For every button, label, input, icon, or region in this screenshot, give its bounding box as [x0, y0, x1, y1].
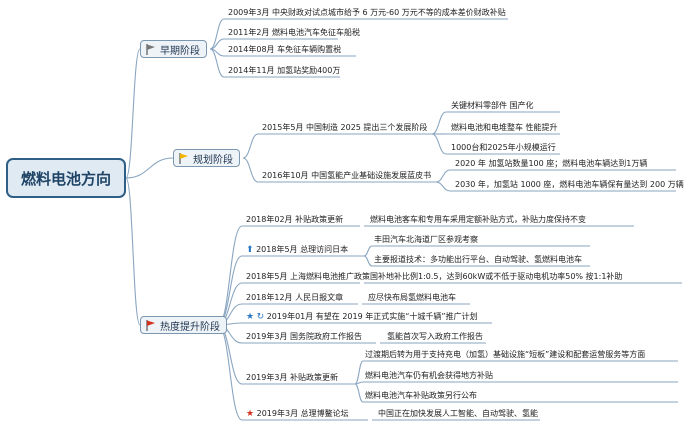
early-item[interactable]: 2009年3月 中央财政对试点城市给予 6 万元-60 万元不等的成本差价财政补…	[228, 8, 506, 17]
connector	[125, 157, 174, 179]
connector	[242, 133, 259, 159]
heat-item[interactable]: 2018年5月 上海燃料电池推广政策	[246, 272, 370, 281]
flag-icon	[146, 43, 155, 55]
heat-item[interactable]: ⬆ 2018年5月 总理访问日本	[246, 244, 348, 256]
heat-sub-item[interactable]: 燃料电池客车和专用车采用定额补贴方式，补贴力度保持不变	[370, 215, 586, 224]
planning-item[interactable]: 2015年5月 中国制造 2025 提出三个发展阶段	[262, 123, 428, 132]
stage-planning[interactable]: 规划阶段	[173, 149, 240, 167]
arrow-up-icon: ⬆	[246, 245, 254, 255]
root-node[interactable]: 燃料电池方向	[6, 158, 126, 198]
connector	[125, 48, 141, 179]
refresh-icon: ↻	[256, 312, 265, 322]
heat-item[interactable]: 2019年3月 补贴政策更新	[246, 373, 338, 382]
heat-sub-item[interactable]: 丰田汽车北海道厂区参观考察	[374, 235, 478, 244]
heat-item-label: 2019年01月 有望在 2019 年正式实施“十城千辆”推广计划	[266, 312, 478, 321]
connector	[431, 111, 447, 135]
connector	[217, 324, 243, 421]
heat-item[interactable]: ★ 2019年3月 总理博鳌论坛	[246, 408, 349, 420]
connector	[354, 360, 364, 385]
heat-item[interactable]: 2018年12月 人民日报文章	[246, 293, 344, 302]
connector	[242, 157, 259, 183]
connector	[209, 18, 225, 50]
early-item[interactable]: 2014年08月 车免征车辆购置税	[228, 45, 342, 54]
planning-item[interactable]: 2016年10月 中国氢能产业基础设施发展蓝皮书	[262, 171, 432, 180]
heat-item[interactable]: ★ ↻ 2019年01月 有望在 2019 年正式实施“十城千辆”推广计划	[246, 311, 478, 323]
flag-icon	[179, 152, 188, 164]
heat-item[interactable]: 2019年3月 国务院政府工作报告	[246, 332, 362, 341]
connector	[363, 255, 373, 267]
stage-label: 规划阶段	[193, 154, 233, 166]
heat-sub-item[interactable]: 应尽快布局氢燃料电池车	[368, 293, 456, 302]
stage-early[interactable]: 早期阶段	[140, 40, 207, 58]
heat-item-label: 2019年3月 总理博鳌论坛	[256, 409, 349, 418]
stage-label: 热度提升阶段	[160, 321, 220, 333]
star-icon: ★	[246, 409, 255, 419]
heat-sub-item[interactable]: 过渡期后转为用于支持充电（加氢）基础设施“短板”建设和配套运营服务等方面	[365, 350, 646, 359]
stage-heat[interactable]: 热度提升阶段	[140, 316, 227, 334]
connector	[363, 245, 373, 257]
heat-sub-item[interactable]: 燃料电池汽车仍有机会获得地方补贴	[365, 371, 493, 380]
heat-sub-item[interactable]: 国补地补比例1:0.5，达到60kW或不低于驱动电机功率50% 按1:1补助	[370, 272, 623, 281]
heat-sub-item[interactable]: 中国正在加快发展人工智能、自动驾驶、氢能	[378, 409, 538, 418]
planning-sub-item[interactable]: 1000台和2025年小规模运行	[451, 143, 556, 152]
heat-sub-item[interactable]: 燃料电池汽车补贴政策另行公布	[365, 391, 477, 400]
connector	[217, 225, 243, 326]
planning-sub-item[interactable]: 2030 年，加氢站 1000 座，燃料电池车辆保有量达到 200 万辆	[455, 180, 684, 189]
connector	[125, 177, 141, 326]
early-item[interactable]: 2014年11月 加氢站奖励400万	[228, 66, 341, 75]
connector	[435, 169, 451, 183]
early-item[interactable]: 2011年2月 燃料电池汽车免征车船税	[228, 28, 360, 37]
connector	[431, 133, 447, 155]
heat-item-label: 2018年5月 总理访问日本	[256, 245, 349, 254]
connector	[435, 181, 451, 192]
star-icon: ★	[246, 312, 255, 322]
stage-label: 早期阶段	[160, 45, 200, 57]
heat-item[interactable]: 2018年02月 补贴政策更新	[246, 215, 344, 224]
root-label: 燃料电池方向	[20, 169, 111, 188]
planning-sub-item[interactable]: 燃料电池和电堆整车 性能提升	[451, 123, 558, 132]
flag-icon	[146, 319, 155, 331]
heat-sub-item[interactable]: 氢能首次写入政府工作报告	[387, 332, 483, 341]
planning-sub-item[interactable]: 2020 年 加氢站数量100 座；燃料电池车辆达到1万辆	[455, 159, 648, 168]
connector	[354, 383, 364, 403]
heat-sub-item[interactable]: 主要报道技术：多功能出行平台、自动驾驶、氢燃料电池车	[374, 255, 582, 264]
planning-sub-item[interactable]: 关键材料零部件 国产化	[451, 101, 534, 110]
connector	[209, 48, 225, 78]
